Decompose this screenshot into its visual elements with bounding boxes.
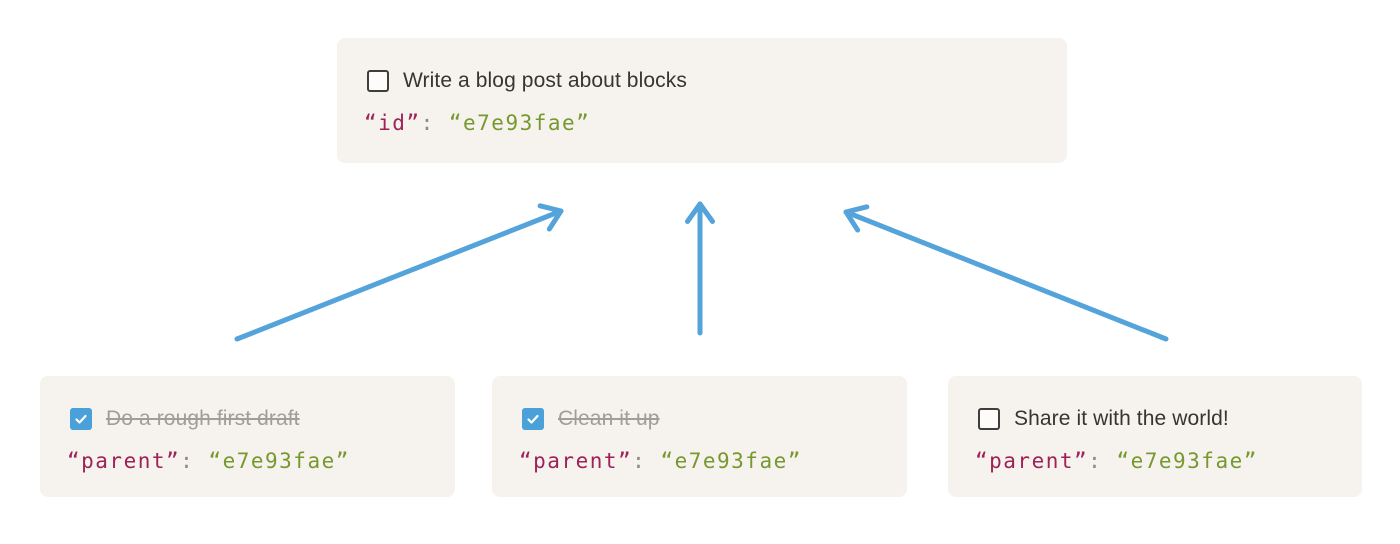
block-id-annotation: “id”: “e7e93fae” [364, 110, 1037, 136]
checkbox-unchecked-icon[interactable] [978, 408, 1000, 430]
task-title: Share it with the world! [1014, 407, 1229, 430]
arrow-left [234, 203, 564, 342]
checkmark-icon [527, 414, 539, 424]
code-key: “parent” [67, 449, 181, 473]
arrow-right [843, 204, 1169, 342]
checkbox-checked-icon[interactable] [522, 408, 544, 430]
task-row: Do a rough first draft [70, 406, 425, 432]
code-separator: : [420, 111, 449, 135]
code-value: “e7e93fae” [448, 111, 591, 135]
checkmark-icon [75, 414, 87, 424]
task-row: Share it with the world! [978, 406, 1332, 432]
task-title: Write a blog post about blocks [403, 69, 687, 92]
code-key: “id” [364, 111, 421, 135]
checkbox-checked-icon[interactable] [70, 408, 92, 430]
child-task-card: Share it with the world! “parent”: “e7e9… [948, 376, 1362, 497]
checkbox-unchecked-icon[interactable] [367, 70, 389, 92]
code-separator: : [632, 449, 661, 473]
code-key: “parent” [975, 449, 1089, 473]
code-value: “e7e93fae” [1116, 449, 1258, 473]
parent-task-card: Write a blog post about blocks “id”: “e7… [337, 38, 1067, 163]
task-title: Clean it up [558, 407, 660, 430]
child-task-card: Clean it up “parent”: “e7e93fae” [492, 376, 907, 497]
code-value: “e7e93fae” [208, 449, 350, 473]
code-separator: : [180, 449, 209, 473]
block-parent-annotation: “parent”: “e7e93fae” [519, 448, 877, 474]
block-parent-annotation: “parent”: “e7e93fae” [67, 448, 425, 474]
code-key: “parent” [519, 449, 633, 473]
block-parent-annotation: “parent”: “e7e93fae” [975, 448, 1332, 474]
task-title: Do a rough first draft [106, 407, 300, 430]
code-separator: : [1088, 449, 1117, 473]
task-row: Write a blog post about blocks [367, 68, 1037, 94]
child-task-card: Do a rough first draft “parent”: “e7e93f… [40, 376, 455, 497]
code-value: “e7e93fae” [660, 449, 802, 473]
task-row: Clean it up [522, 406, 877, 432]
